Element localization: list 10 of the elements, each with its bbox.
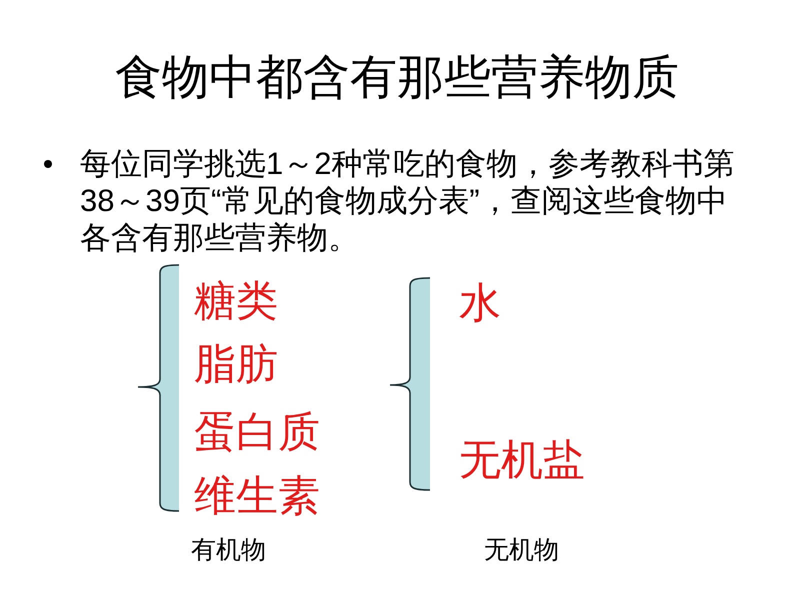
- list-item: 水: [459, 283, 501, 325]
- bullet-text: 每位同学挑选1～2种常吃的食物，参考教科书第38～39页“常见的食物成分表”，查阅这些食物中各含有那些营养物。: [80, 145, 736, 256]
- list-item: 脂肪: [194, 344, 278, 386]
- group-label: 有机物: [191, 538, 266, 562]
- list-item: 糖类: [194, 281, 278, 323]
- list-item: 无机盐: [459, 440, 585, 482]
- list-item: 蛋白质: [194, 412, 320, 454]
- title: 食物中都含有那些营养物质: [114, 55, 680, 102]
- group-label: 无机物: [484, 538, 559, 562]
- list-item: 维生素: [194, 476, 320, 518]
